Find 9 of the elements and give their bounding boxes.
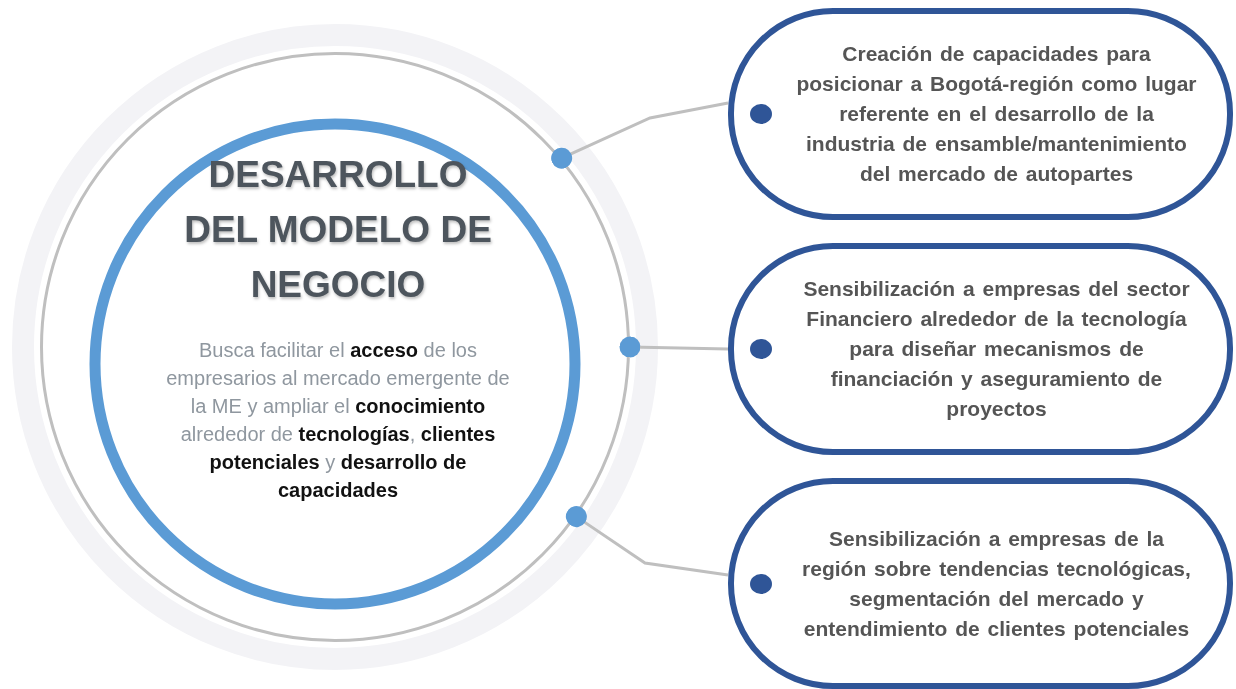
description: Busca facilitar el acceso de los empresarios al mercado emergente de la ME y ampliar el conocimiento alrededor de tecnologías, clientes potenciales y desarrollo de capacidades	[165, 338, 511, 503]
title: DESARROLLO DEL MODELO DE NEGOCIO	[183, 153, 493, 307]
connector-line	[619, 336, 729, 358]
description: Creación de capacidades para posicionar a Bogotá-región como lugar referente en el desarrollo de la industria de ensamble/mantenimiento del mercado de autopartes	[795, 41, 1198, 187]
circle-node	[40, 52, 630, 642]
description: Sensibilización a empresas del sector Financiero alrededor de la tecnología para diseñar mecanismos de financiación y aseguramiento de proyectos	[802, 276, 1191, 422]
connector-line	[565, 506, 729, 577]
connector-line	[551, 101, 729, 169]
description: Sensibilización a empresas de la región sobre tendencias tecnológicas, segmentación del mercado y entendimiento de clientes potenciales	[801, 525, 1192, 642]
